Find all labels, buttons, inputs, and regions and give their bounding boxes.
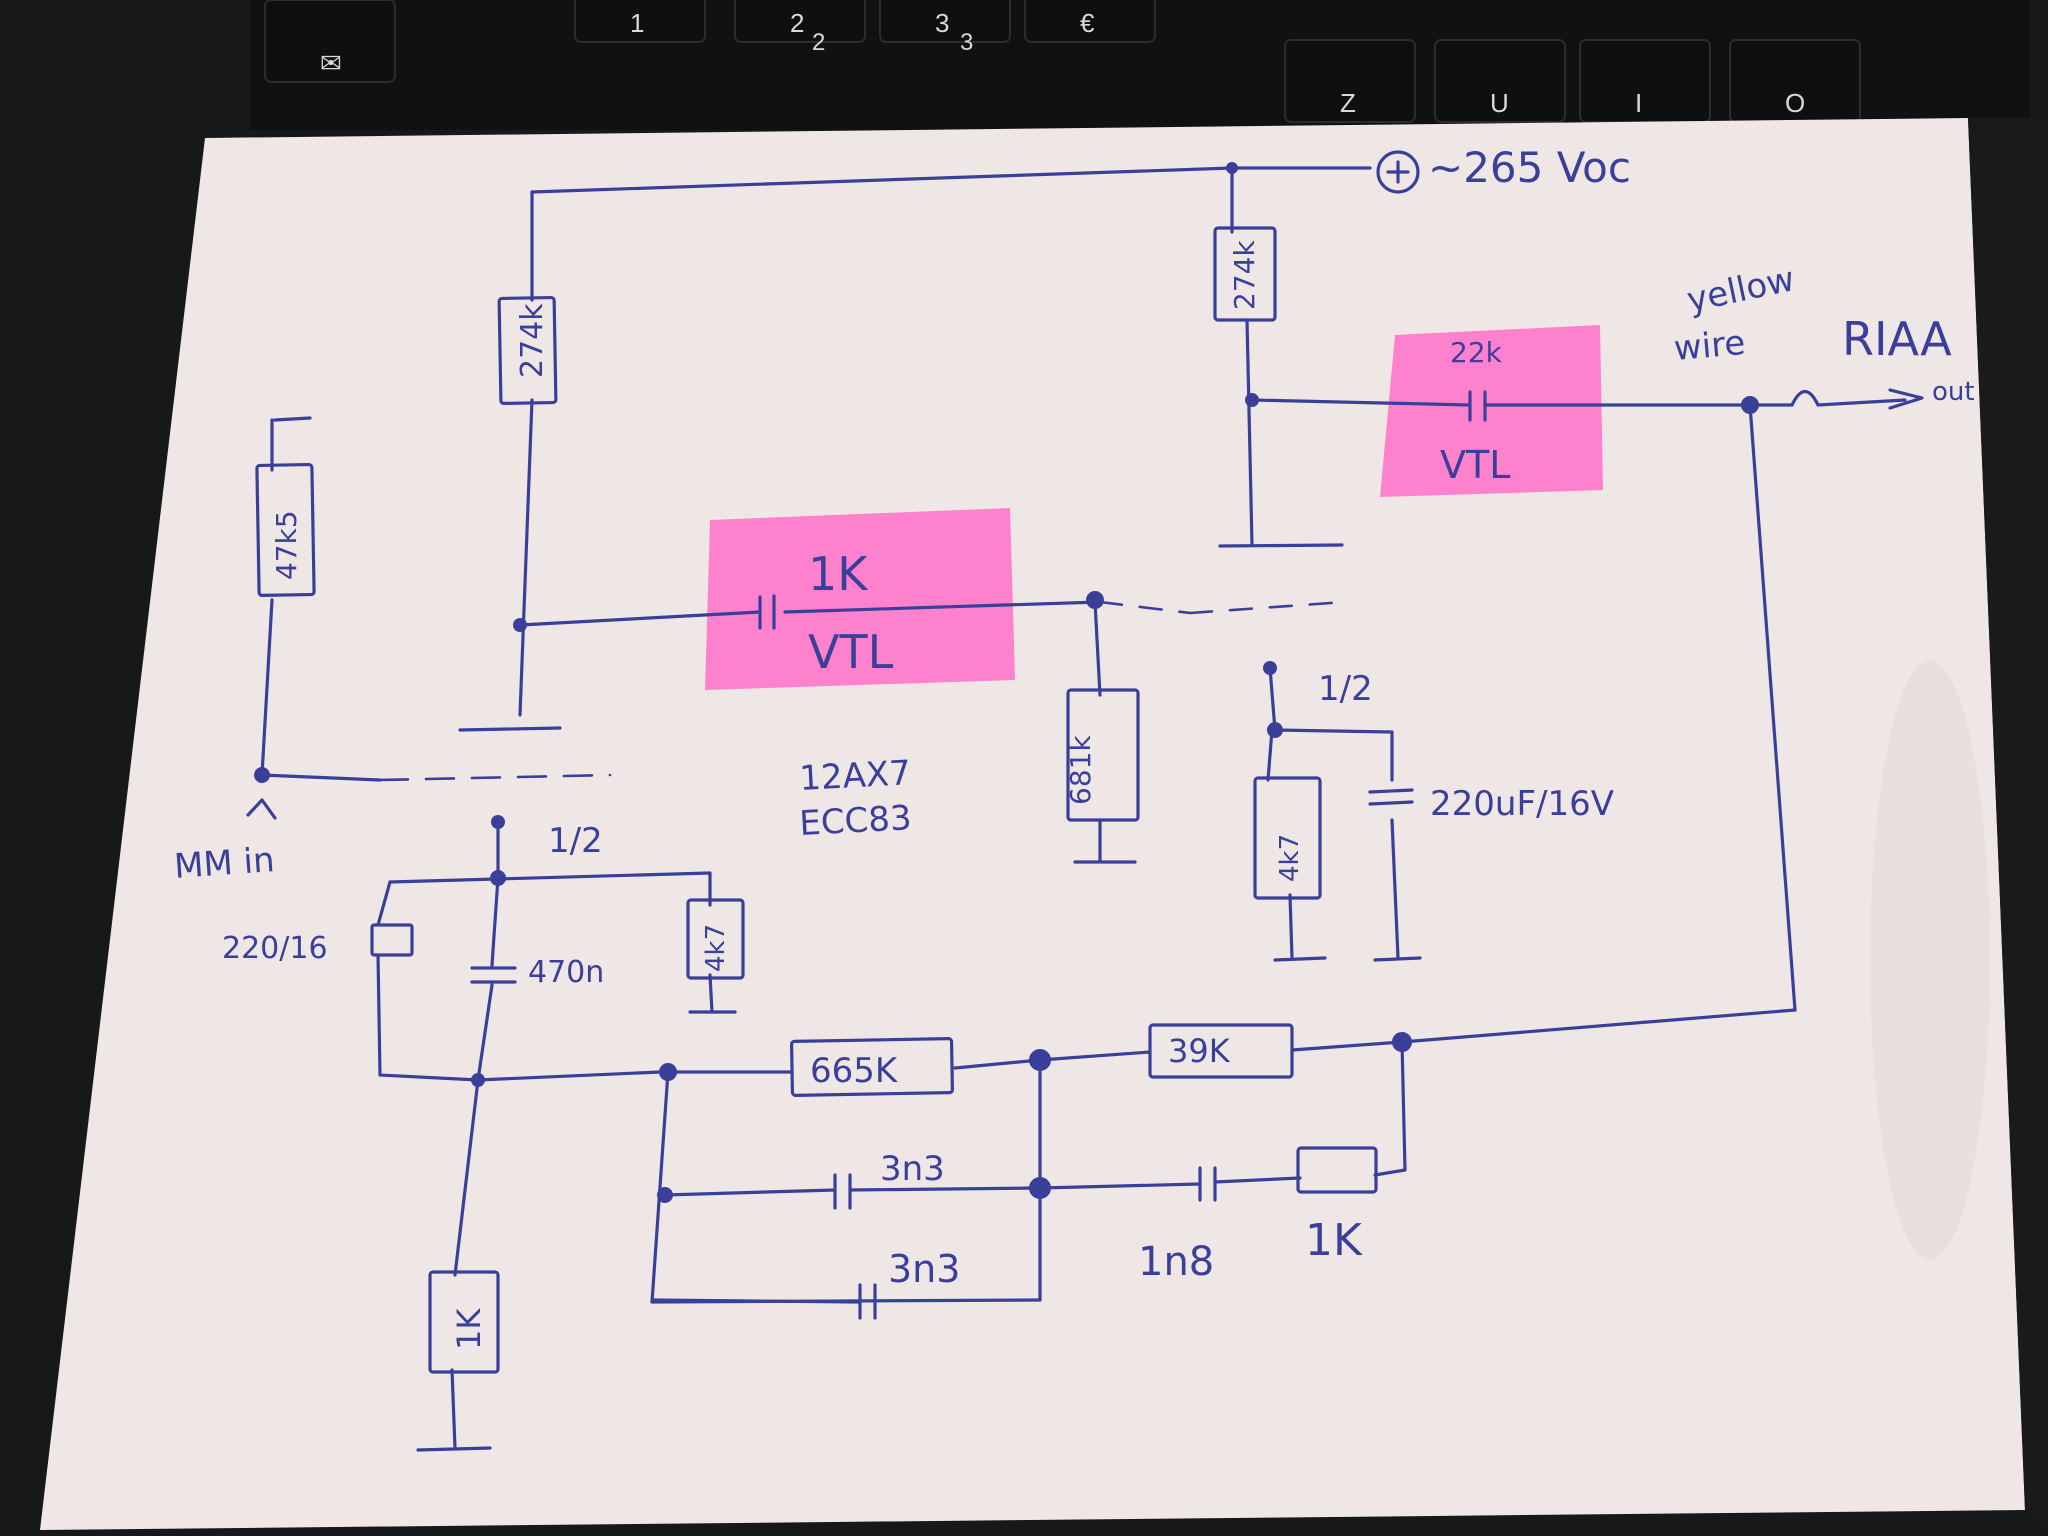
r-grid-label: 47k5 <box>270 510 303 580</box>
supply-label: ~265 Voc <box>1428 143 1631 192</box>
capacitor-c-cath1-elec <box>370 923 414 957</box>
resistor-r-plate2 <box>1213 226 1277 322</box>
keyboard-key-sublabel: 3 <box>960 29 973 56</box>
tube-type-1: 12AX7 <box>798 753 911 799</box>
keyboard-key <box>1284 39 1416 123</box>
r-gnd-label: 1K <box>450 1308 488 1350</box>
resistor-bodies <box>255 226 1378 1374</box>
wiring <box>246 150 1924 1452</box>
r-plate2-label: 274k <box>1228 240 1261 310</box>
c-cath2-label: 220uF/16V <box>1430 784 1614 824</box>
r-fb1-label: 665K <box>810 1051 899 1091</box>
resistor-r-plate1 <box>497 295 558 406</box>
keyboard-key-label: ✉ <box>320 48 342 78</box>
c-couple-value: 1K <box>808 547 869 601</box>
c-couple-brand: VTL <box>808 625 894 679</box>
keyboard-key <box>264 0 396 83</box>
labels: ~265 Voc 274k 274k 47k5 681k 4k7 4k7 665… <box>173 143 1975 1350</box>
keyboard-key-label: 3 <box>935 8 949 38</box>
junctions <box>254 162 1759 1203</box>
r-grid2-label: 681k <box>1064 735 1097 805</box>
c-cath1-film-label: 470n <box>528 955 604 990</box>
c-fb3-label: 1n8 <box>1138 1239 1214 1285</box>
keyboard-key-label: 1 <box>630 8 644 38</box>
r-fb3-label: 1K <box>1305 1215 1363 1266</box>
keyboard-key <box>734 0 866 43</box>
r-cath2-label: 4k7 <box>1275 834 1305 882</box>
keyboard-key <box>1434 39 1566 123</box>
riaa-label: RIAA <box>1842 312 1952 366</box>
keyboard-key <box>879 0 1011 43</box>
tube-half-b: 1/2 <box>548 821 603 861</box>
resistor-r-fb2 <box>1148 1023 1294 1079</box>
tube-type-2: ECC83 <box>798 798 912 844</box>
out-label: out <box>1932 377 1975 407</box>
input-label: MM in <box>173 840 276 887</box>
r-plate1-label: 274k <box>515 303 550 378</box>
keyboard-key-label: 2 <box>790 8 804 38</box>
r-fb2-label: 39K <box>1168 1032 1231 1070</box>
c-out-value: 22k <box>1450 336 1503 369</box>
keyboard-key-label: € <box>1080 8 1095 38</box>
resistor-r-fb3 <box>1296 1146 1378 1194</box>
resistor-r-grid <box>255 462 316 598</box>
tube-half-a: 1/2 <box>1318 669 1373 709</box>
c-fb1-label: 3n3 <box>880 1149 945 1189</box>
keyboard-key <box>574 0 706 43</box>
wire-label: wire <box>1672 323 1747 369</box>
keyboard-key-label: U <box>1490 88 1509 118</box>
keyboard-key-sublabel: 2 <box>812 29 825 56</box>
highlight-marks <box>705 325 1603 690</box>
resistor-r-gnd <box>428 1270 500 1374</box>
resistor-r-cath2 <box>1253 776 1322 900</box>
c-fb2-label: 3n3 <box>888 1247 960 1291</box>
resistor-r-cath1 <box>686 898 745 980</box>
c-cath1-elec-label: 220/16 <box>222 931 328 966</box>
keyboard-key-label: I <box>1635 88 1642 118</box>
keyboard-key-label: O <box>1785 88 1805 118</box>
r-cath1-label: 4k7 <box>701 924 731 972</box>
resistor-r-grid2 <box>1066 688 1140 822</box>
resistor-r-fb1 <box>789 1037 955 1097</box>
keyboard-key-label: Z <box>1340 88 1356 118</box>
keyboard-key <box>1579 39 1711 123</box>
c-out-brand: VTL <box>1440 443 1510 487</box>
keyboard-key <box>1024 0 1156 43</box>
